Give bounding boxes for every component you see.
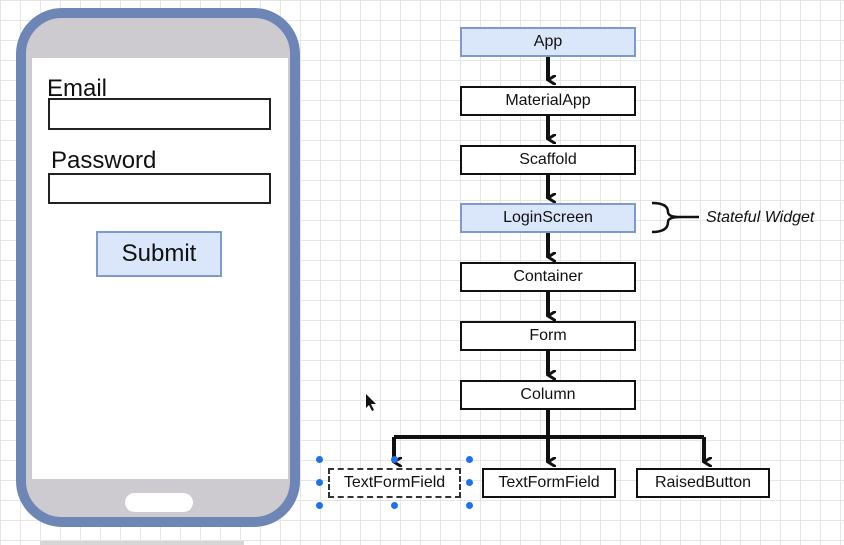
password-field[interactable] [48, 173, 271, 204]
phone-home-button [125, 493, 193, 512]
resize-handle-bottom-right[interactable] [466, 502, 473, 509]
node-text-form-field-2[interactable]: TextFormField [482, 468, 616, 498]
node-material-app[interactable]: MaterialApp [460, 86, 636, 116]
node-column[interactable]: Column [460, 380, 636, 410]
node-container[interactable]: Container [460, 262, 636, 292]
email-label: Email [47, 75, 108, 102]
mouse-cursor [366, 394, 376, 411]
resize-handle-top[interactable] [391, 456, 398, 463]
horizontal-scrollbar[interactable] [40, 541, 244, 545]
node-login-screen[interactable]: LoginScreen [460, 203, 636, 233]
node-text-form-field-1[interactable]: TextFormField [328, 468, 461, 498]
resize-handle-bottom-left[interactable] [316, 502, 323, 509]
resize-handle-top-right[interactable] [466, 456, 473, 463]
resize-handle-bottom[interactable] [391, 502, 398, 509]
node-form[interactable]: Form [460, 321, 636, 351]
node-scaffold[interactable]: Scaffold [460, 145, 636, 175]
stateful-widget-annotation: Stateful Widget [706, 209, 815, 226]
submit-button[interactable]: Submit [96, 231, 222, 277]
node-raised-button[interactable]: RaisedButton [636, 468, 770, 498]
resize-handle-top-left[interactable] [316, 456, 323, 463]
email-field[interactable] [48, 98, 271, 130]
node-app[interactable]: App [460, 27, 636, 57]
resize-handle-left[interactable] [316, 479, 323, 486]
resize-handle-right[interactable] [466, 479, 473, 486]
password-label: Password [51, 147, 157, 174]
